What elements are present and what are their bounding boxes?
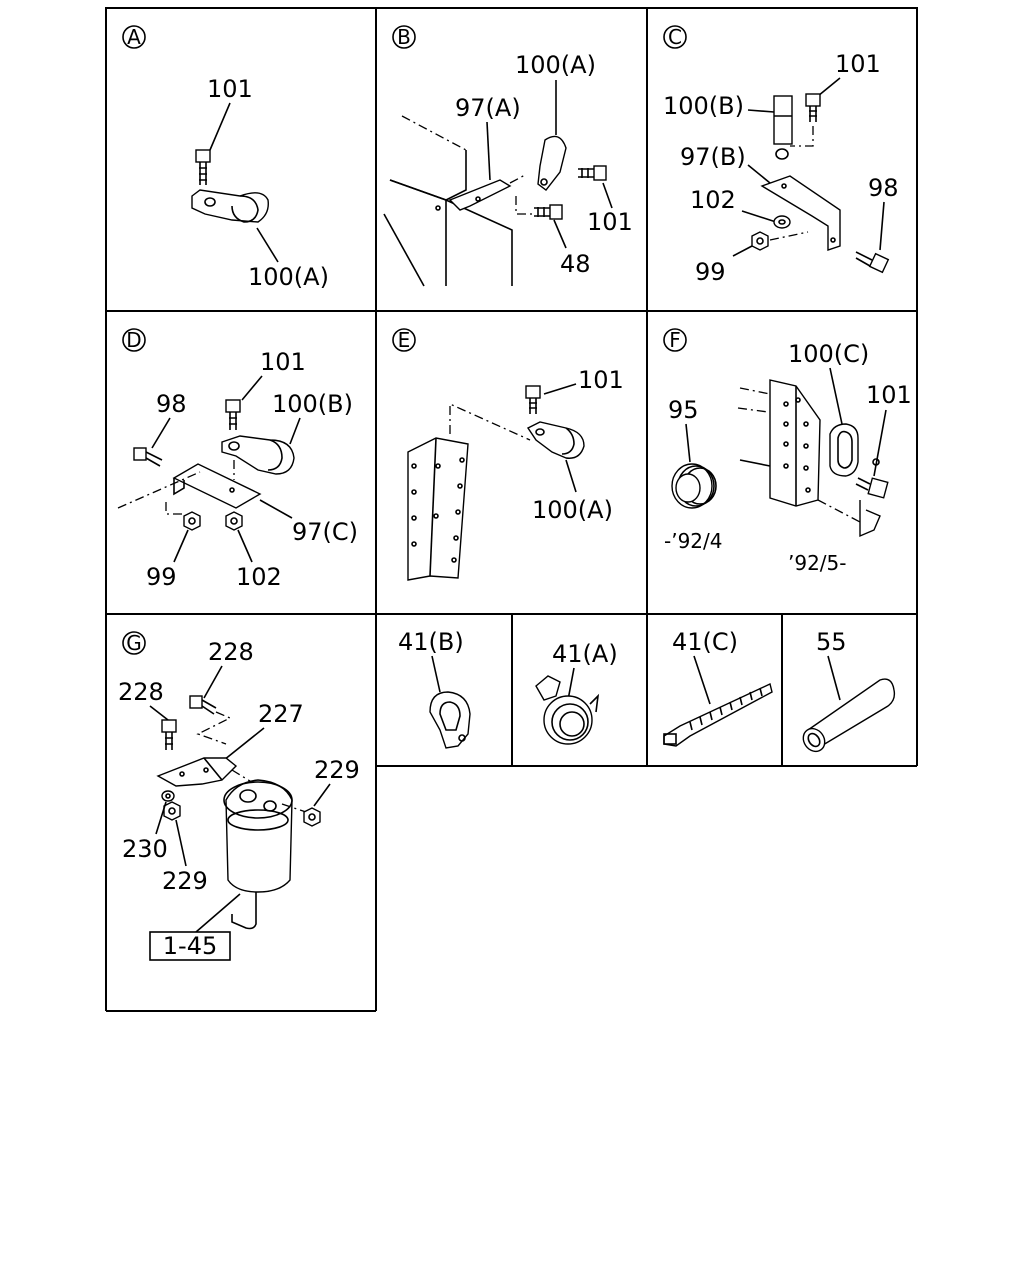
label-f-date-from: ’92/5- <box>788 551 847 575</box>
label-55: 55 <box>816 628 847 656</box>
label-e-101: 101 <box>578 366 624 394</box>
label-41c: 41(C) <box>672 628 738 656</box>
cable-tie-icon <box>663 683 773 747</box>
label-d-99: 99 <box>146 563 177 591</box>
clip-icon <box>526 421 585 459</box>
clip-icon <box>537 135 567 191</box>
label-g-228-top: 228 <box>208 638 254 666</box>
clip-icon <box>191 189 269 223</box>
label-g-227: 227 <box>258 700 304 728</box>
panel-letter-e: E <box>398 328 411 352</box>
panel-hose-55: 55 <box>802 628 896 753</box>
bolt-icon <box>578 165 607 181</box>
label-d-101: 101 <box>260 348 306 376</box>
panel-letter-c: C <box>668 25 682 49</box>
frame-rail <box>737 379 881 538</box>
label-g-229-left: 229 <box>162 867 208 895</box>
clip-icon <box>773 95 793 160</box>
panel-f: F 100(C) 101 95 <box>663 328 912 575</box>
label-b-101: 101 <box>587 208 633 236</box>
panel-d: D 101 98 100(B) 97(C) <box>117 328 358 591</box>
label-41a: 41(A) <box>552 640 618 668</box>
bolt-icon <box>534 204 563 220</box>
label-c-98: 98 <box>868 174 899 202</box>
panel-tie-41c: 41(C) <box>663 628 773 747</box>
bolt-icon <box>805 93 821 122</box>
bracket-icon <box>172 463 262 509</box>
washer-icon <box>773 215 791 229</box>
washer-icon <box>161 790 175 802</box>
nut-icon <box>183 511 201 531</box>
panel-letter-f: F <box>669 328 681 352</box>
label-g-228-left: 228 <box>118 678 164 706</box>
nut-icon <box>751 231 769 251</box>
cab-panel <box>383 115 513 287</box>
label-b-48: 48 <box>560 250 591 278</box>
label-a-101: 101 <box>207 75 253 103</box>
panel-letter-g: G <box>126 631 142 655</box>
label-c-100b: 100(B) <box>663 92 744 120</box>
hose-icon <box>802 678 896 753</box>
label-a-100a: 100(A) <box>248 263 329 291</box>
bolt-icon <box>133 447 163 467</box>
clip-icon <box>829 423 880 477</box>
label-c-97b: 97(B) <box>680 143 746 171</box>
label-d-102: 102 <box>236 563 282 591</box>
bolt-icon <box>225 399 241 430</box>
label-c-99: 99 <box>695 258 726 286</box>
label-41b: 41(B) <box>398 628 464 656</box>
label-d-100b: 100(B) <box>272 390 353 418</box>
panel-grid <box>105 7 918 1012</box>
panel-letter-b: B <box>397 25 411 49</box>
clip-icon <box>429 691 471 749</box>
clip-icon <box>221 435 295 475</box>
nut-icon <box>303 807 321 827</box>
grommet-icon <box>671 463 717 509</box>
label-f-95: 95 <box>668 396 699 424</box>
label-f-date-to: -’92/4 <box>664 529 723 553</box>
bracket-icon <box>156 757 238 787</box>
label-b-100a: 100(A) <box>515 51 596 79</box>
panel-c: C 101 100(B) 97(B) 102 <box>663 25 899 286</box>
bracket-icon <box>760 175 841 251</box>
bolt-icon <box>855 477 889 499</box>
label-g-230: 230 <box>122 835 168 863</box>
label-e-100a: 100(A) <box>532 496 613 524</box>
label-c-101: 101 <box>835 50 881 78</box>
panel-clip-41a: 41(A) <box>535 640 618 745</box>
bolt-icon <box>189 695 217 715</box>
label-g-ref: 1-45 <box>163 932 217 960</box>
bolt-icon <box>161 719 177 750</box>
bolt-icon <box>195 149 211 185</box>
label-f-101: 101 <box>866 381 912 409</box>
label-f-100c: 100(C) <box>788 340 869 368</box>
fuel-filter-icon <box>223 779 293 930</box>
frame-rail <box>407 437 469 581</box>
panel-b: B 100(A) 97(A) 101 <box>383 25 633 287</box>
panel-letter-d: D <box>126 328 141 352</box>
bolt-icon <box>525 385 541 414</box>
panel-clip-41b: 41(B) <box>398 628 471 749</box>
washer-icon <box>225 511 243 531</box>
nut-icon <box>163 801 181 821</box>
panel-e: E 101 100(A) <box>392 328 624 581</box>
bracket-icon <box>435 179 512 211</box>
label-b-97a: 97(A) <box>455 94 521 122</box>
panel-g: G 228 228 227 <box>118 631 360 961</box>
label-g-229-right: 229 <box>314 756 360 784</box>
panel-letter-a: A <box>127 25 141 49</box>
label-d-97c: 97(C) <box>292 518 358 546</box>
label-c-102: 102 <box>690 186 736 214</box>
hose-clamp-icon <box>535 675 600 745</box>
panel-a: A 101 100(A) <box>122 25 329 291</box>
bolt-icon <box>855 251 890 274</box>
label-d-98: 98 <box>156 390 187 418</box>
